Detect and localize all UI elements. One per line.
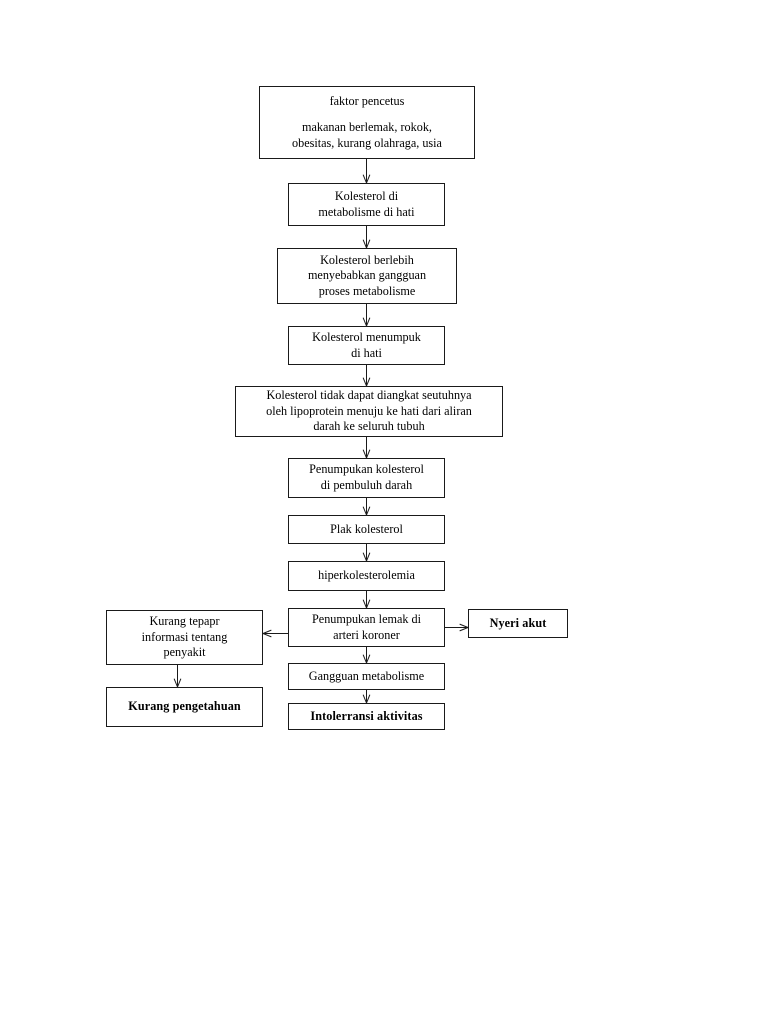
node-line: proses metabolisme <box>318 283 416 298</box>
edge-line-berlebih-to-menumpuk <box>366 304 367 326</box>
node-line: makanan berlemak, rokok, <box>302 120 432 135</box>
node-line: Kolesterol di <box>334 188 399 203</box>
edge-line-penumpukan-to-plak <box>366 498 367 515</box>
flow-node-penumpukan-lemak-arteri-koroner: Penumpukan lemak di arteri koroner <box>288 608 445 647</box>
node-line: di hati <box>351 345 382 360</box>
flow-node-hiperkolesterolemia: hiperkolesterolemia <box>288 561 445 591</box>
flow-node-kolesterol-menumpuk-hati: Kolesterol menumpuk di hati <box>288 326 445 365</box>
node-line: di pembuluh darah <box>320 478 413 492</box>
node-line: Kurang tepapr <box>149 614 220 629</box>
edge-line-metabolisme-to-berlebih <box>366 226 367 248</box>
node-line: Kolesterol tidak dapat diangkat seutuhny… <box>266 388 472 403</box>
edge-line-tidak-diangkat-to-penumpukan <box>366 437 367 458</box>
flow-node-faktor-pencetus: faktor pencetus makanan berlemak, rokok,… <box>259 86 475 159</box>
node-line: Gangguan metabolisme <box>308 668 425 683</box>
node-line: Penumpukan kolesterol <box>309 462 424 477</box>
flow-node-kolesterol-berlebih: Kolesterol berlebih menyebabkan gangguan… <box>277 248 457 304</box>
edge-line-plak-to-hiperkolesterolemia <box>366 544 367 561</box>
node-line: metabolisme di hati <box>318 204 415 219</box>
node-line: Kurang pengetahuan <box>128 699 241 714</box>
edge-line-menumpuk-to-tidak-diangkat <box>366 365 367 386</box>
edge-line-gangguan-to-intolerransi <box>366 690 367 703</box>
flow-node-gangguan-metabolisme: Gangguan metabolisme <box>288 663 445 690</box>
node-line: Kolesterol menumpuk <box>312 329 421 344</box>
node-line: oleh lipoprotein menuju ke hati dari ali… <box>266 403 472 418</box>
flow-node-penumpukan-kolesterol-pembuluh-darah: Penumpukan kolesterol di pembuluh darah <box>288 458 445 498</box>
node-line: Kolesterol berlebih <box>320 252 414 267</box>
edge-line-lemak-to-nyeri-akut <box>445 627 468 628</box>
edge-line-lemak-to-kurang-terpapar <box>263 633 288 634</box>
flow-node-kurang-pengetahuan: Kurang pengetahuan <box>106 687 263 727</box>
node-line: hiperkolesterolemia <box>318 568 415 583</box>
flow-node-intolerransi-aktivitas: Intolerransi aktivitas <box>288 703 445 730</box>
edge-line-kurang-terpapar-to-pengetahuan <box>177 665 178 687</box>
flow-node-kolesterol-metabolisme-hati: Kolesterol di metabolisme di hati <box>288 183 445 226</box>
node-line: arteri koroner <box>333 627 400 642</box>
edge-line-faktor-to-metabolisme <box>366 159 367 183</box>
flow-node-nyeri-akut: Nyeri akut <box>468 609 568 638</box>
flow-node-plak-kolesterol: Plak kolesterol <box>288 515 445 544</box>
edge-line-lemak-to-gangguan <box>366 647 367 663</box>
node-line: Intolerransi aktivitas <box>310 708 423 723</box>
node-line: faktor pencetus <box>329 93 405 108</box>
node-line: penyakit <box>163 645 206 660</box>
node-line: darah ke seluruh tubuh <box>313 419 425 434</box>
node-line: Penumpukan lemak di <box>312 611 421 626</box>
node-line: Nyeri akut <box>489 615 547 630</box>
node-line: informasi tentang <box>141 629 228 644</box>
edge-line-hiperkolesterolemia-to-lemak <box>366 591 367 608</box>
node-line: Plak kolesterol <box>330 521 403 536</box>
node-line: obesitas, kurang olahraga, usia <box>292 135 442 150</box>
flow-node-kolesterol-tidak-dapat-diangkat: Kolesterol tidak dapat diangkat seutuhny… <box>235 386 503 437</box>
flow-node-kurang-terpapar-informasi: Kurang tepapr informasi tentang penyakit <box>106 610 263 665</box>
node-line: menyebabkan gangguan <box>307 268 427 283</box>
